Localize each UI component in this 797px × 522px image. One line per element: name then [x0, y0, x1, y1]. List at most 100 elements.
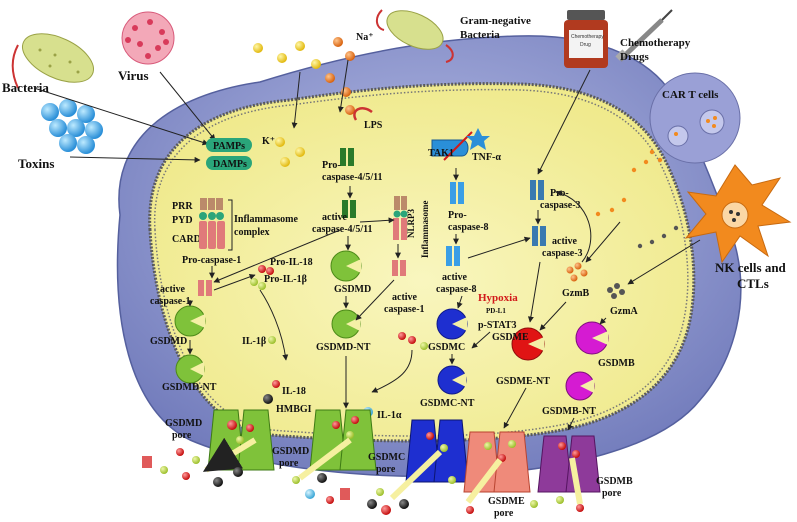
tnfa-label: TNF-α [472, 152, 501, 163]
gsdmb-nt-icon [565, 371, 595, 401]
gsdmc-nt-label: GSDMC-NT [420, 398, 475, 409]
active-caspase-8-line2: caspase-8 [436, 284, 477, 295]
sodium-ions [253, 37, 355, 115]
chemo-label-line1: Chemotherapy [620, 37, 691, 49]
gsdmd-pore-left-label: GSDMD pore [165, 418, 205, 441]
active-caspase-4511-icon [342, 200, 356, 218]
pro-caspase-3-icon [530, 180, 544, 200]
nlrp3-label: NLRP3 [406, 209, 416, 238]
gsdmc-pore-label: GSDMC pore [368, 452, 408, 475]
gsdmd-pore-mid-line1: GSDMD [272, 446, 309, 457]
pro-il18-label: Pro-IL-18 [270, 257, 313, 268]
pro-caspase-4511-label: Pro- caspase-4/5/11 [322, 160, 383, 183]
active-caspase-1-mid-icon [392, 260, 406, 276]
active-caspase-3-line1: active [552, 236, 578, 247]
car-t-label: CAR T cells [662, 89, 719, 101]
gsdmd-mid-icon [330, 250, 362, 282]
pdl1-label: PD-L1 [486, 307, 506, 315]
pamps-label: PAMPs [213, 141, 245, 152]
active-caspase-1-left-label: active caspase-1 [150, 284, 191, 307]
released-contents-gsdme [448, 476, 538, 514]
il18-icon [272, 380, 280, 388]
active-caspase-4511-line1: active [322, 212, 348, 223]
release-arrow-gsdmc [389, 449, 443, 501]
gsdmd-mid-label: GSDMD [334, 284, 371, 295]
il1a-label: IL-1α [377, 410, 402, 421]
gsdmb-pore-line1: GSDMB [596, 476, 633, 487]
active-caspase-1-left-line2: caspase-1 [150, 296, 191, 307]
cytokines-mid [398, 332, 428, 350]
gsdmb-label: GSDMB [598, 358, 635, 369]
gsdmd-nt-left-icon [175, 354, 205, 384]
chemo-label-line2: Drugs [620, 51, 649, 63]
gsdmc-pore-line1: GSDMC [368, 452, 405, 463]
bacteria-icon [11, 33, 94, 89]
nk-cell-icon [684, 164, 792, 264]
active-caspase-4511-label: active caspase-4/5/11 [312, 212, 373, 235]
bacteria-label: Bacteria [2, 80, 49, 95]
inflammasome-vertical-label: Inflammasome [420, 201, 430, 259]
pyd-label: PYD [172, 215, 193, 226]
damps-label: DAMPs [213, 159, 247, 170]
active-caspase-1-mid-line1: active [392, 292, 418, 303]
card-label: CARD [172, 234, 201, 245]
active-caspase-8-line1: active [442, 272, 468, 283]
pro-il1b-icon [250, 278, 266, 290]
gsdmc-icon [436, 308, 468, 340]
gsdmc-pore-line2: pore [376, 464, 396, 475]
gsdme-pore-line1: GSDME [488, 496, 525, 507]
il18-label: IL-18 [282, 386, 306, 397]
pro-caspase-8-icon [450, 182, 464, 204]
gsdme-label: GSDME [492, 332, 529, 343]
active-caspase-8-icon [446, 246, 460, 266]
gsdmd-nt-mid-label: GSDMD-NT [316, 342, 371, 353]
gsdmc-label: GSDMC [428, 342, 465, 353]
tnfa-star-icon [466, 128, 490, 150]
released-contents-left [142, 448, 243, 487]
active-caspase-3-line2: caspase-3 [542, 248, 583, 259]
gsdmb-pore-label: GSDMB pore [596, 476, 635, 499]
inflammasome-complex-line1: Inflammasome [234, 214, 298, 225]
virus-icon [121, 11, 175, 65]
prr-label: PRR [172, 201, 193, 212]
gsdmd-nt-mid-icon [331, 309, 361, 339]
chemo-label: Chemotherapy Drugs [620, 37, 693, 63]
drug-vial-syringe-icon [564, 9, 673, 68]
gsdmd-nt-left-label: GSDMD-NT [162, 382, 217, 393]
pro-caspase-4511-line2: caspase-4/5/11 [322, 172, 383, 183]
gsdmc-pore [405, 419, 469, 483]
lps-squiggle [353, 107, 373, 121]
gsdme-icon [511, 327, 545, 361]
active-caspase-1-mid-line2: caspase-1 [384, 304, 425, 315]
pro-caspase-8-label: Pro- caspase-8 [448, 210, 489, 233]
gzma-label: GzmA [610, 306, 639, 317]
vial-label: Chemotherapy Drug [571, 34, 605, 48]
car-t-granules [595, 149, 663, 217]
pro-caspase-4511-line1: Pro- [322, 160, 341, 171]
release-arrow-gsdmb [569, 457, 583, 505]
active-caspase-1-left-line1: active [160, 284, 186, 295]
active-caspase-3-icon [532, 226, 546, 246]
active-caspase-4511-line2: caspase-4/5/11 [312, 224, 373, 235]
toxin-spheres-icon [41, 99, 103, 154]
pro-caspase-4511-icon [340, 148, 354, 166]
gsdmb-pore-line2: pore [602, 488, 622, 499]
gram-negative-label: Gram-negative Bacteria [460, 15, 534, 41]
active-caspase-8-label: active caspase-8 [436, 272, 477, 295]
nlrp3-inflammasome-icon [393, 196, 408, 240]
inflammasome-complex-line2: complex [234, 227, 270, 238]
tak1-label: TAK1 [428, 148, 454, 159]
cytoplasm [148, 82, 696, 443]
gsdme-nt-label: GSDME-NT [496, 376, 550, 387]
nk-label-line2: CTLs [737, 276, 769, 291]
gsdme-pore-label: GSDME pore [488, 496, 527, 519]
gzmb-label: GzmB [562, 288, 590, 299]
pro-il1b-label: Pro-IL-1β [264, 274, 307, 285]
pstat3-label: p-STAT3 [478, 320, 517, 331]
damps-badge: DAMPs [206, 156, 252, 170]
pamps-badge: PAMPs [206, 138, 252, 152]
gsdmc-nt-icon [437, 365, 467, 395]
vial-label-line2: Drug [580, 42, 591, 48]
il1b-icon [268, 336, 276, 344]
